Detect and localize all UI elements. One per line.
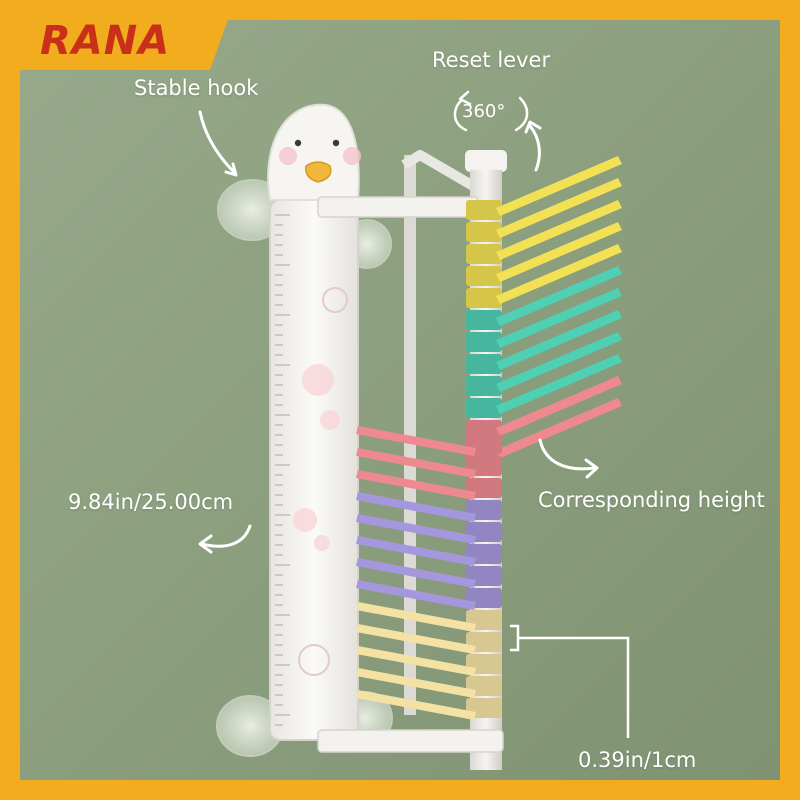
brand-badge xyxy=(0,0,235,70)
marker-pin xyxy=(356,492,476,522)
rotate-arrows-icon xyxy=(453,98,468,132)
base-bar xyxy=(317,729,504,753)
marker-pin xyxy=(496,398,622,458)
curved-arrow-icon xyxy=(200,524,252,548)
decor-dot xyxy=(322,287,348,313)
decor-dot xyxy=(320,410,340,430)
pin-collar xyxy=(466,222,502,242)
height-label: Corresponding height xyxy=(538,488,765,512)
brand-logo: RANA xyxy=(40,18,171,64)
marker-pin xyxy=(356,602,476,632)
rotate-arrows-icon xyxy=(514,96,529,132)
marker-pin xyxy=(356,668,476,698)
marker-pin xyxy=(496,200,622,260)
pin-collar xyxy=(466,288,502,308)
marker-pin xyxy=(356,448,476,478)
pin-collar xyxy=(466,244,502,264)
curved-arrow-icon xyxy=(584,458,599,479)
pin-collar xyxy=(466,200,502,220)
bracket-icon xyxy=(518,636,630,738)
reset-lever-label: Reset lever xyxy=(432,48,551,72)
pin-collar xyxy=(466,376,502,396)
decor-dot xyxy=(314,535,330,551)
decor-dot xyxy=(302,364,334,396)
stable-hook-label: Stable hook xyxy=(134,76,259,100)
marker-pin xyxy=(496,266,622,326)
duck-head xyxy=(267,103,361,201)
marker-pin xyxy=(356,426,476,456)
duck-beak xyxy=(305,161,332,183)
measuring-arm xyxy=(317,196,479,218)
rotate-arrows-icon xyxy=(458,90,472,106)
pin-collar xyxy=(466,332,502,352)
duck-cheek xyxy=(279,147,297,165)
pin-collar xyxy=(466,354,502,374)
curved-arrow-icon xyxy=(538,438,597,471)
marker-pin xyxy=(356,558,476,588)
wall-background xyxy=(20,20,780,780)
marker-pin xyxy=(496,332,622,392)
rotation-label: 360° xyxy=(462,101,506,122)
marker-pin xyxy=(496,288,622,348)
decor-dot xyxy=(298,644,330,676)
marker-pin xyxy=(496,178,622,238)
marker-pin xyxy=(496,354,622,414)
marker-pin xyxy=(356,470,476,500)
marker-pin xyxy=(496,156,622,216)
marker-pin xyxy=(496,376,622,436)
duck-eye xyxy=(332,139,340,147)
pin-collar xyxy=(466,266,502,286)
decor-dot xyxy=(293,508,317,532)
marker-pin xyxy=(496,244,622,304)
marker-pin xyxy=(356,690,476,720)
marker-pin xyxy=(356,514,476,544)
curved-arrow-icon xyxy=(224,162,238,177)
curved-arrow-icon xyxy=(198,534,213,554)
curved-arrow-icon xyxy=(198,110,236,174)
marker-pin xyxy=(356,536,476,566)
marker-pin xyxy=(356,624,476,654)
pin-collar xyxy=(466,310,502,330)
curved-arrow-icon xyxy=(524,120,542,134)
marker-pin xyxy=(496,222,622,282)
left-pin-stack xyxy=(356,426,502,720)
ruler-scale xyxy=(275,214,290,726)
ruler-body xyxy=(269,199,359,741)
duck-cheek xyxy=(343,147,361,165)
curved-arrow-icon xyxy=(528,124,541,172)
marker-pin xyxy=(356,646,476,676)
reset-lever xyxy=(465,150,507,172)
length-label: 9.84in/25.00cm xyxy=(68,490,234,514)
duck-eye xyxy=(294,139,302,147)
marker-pin xyxy=(496,310,622,370)
spacing-label: 0.39in/1cm xyxy=(578,748,697,772)
pin-collar xyxy=(466,398,502,418)
marker-pin xyxy=(356,580,476,610)
